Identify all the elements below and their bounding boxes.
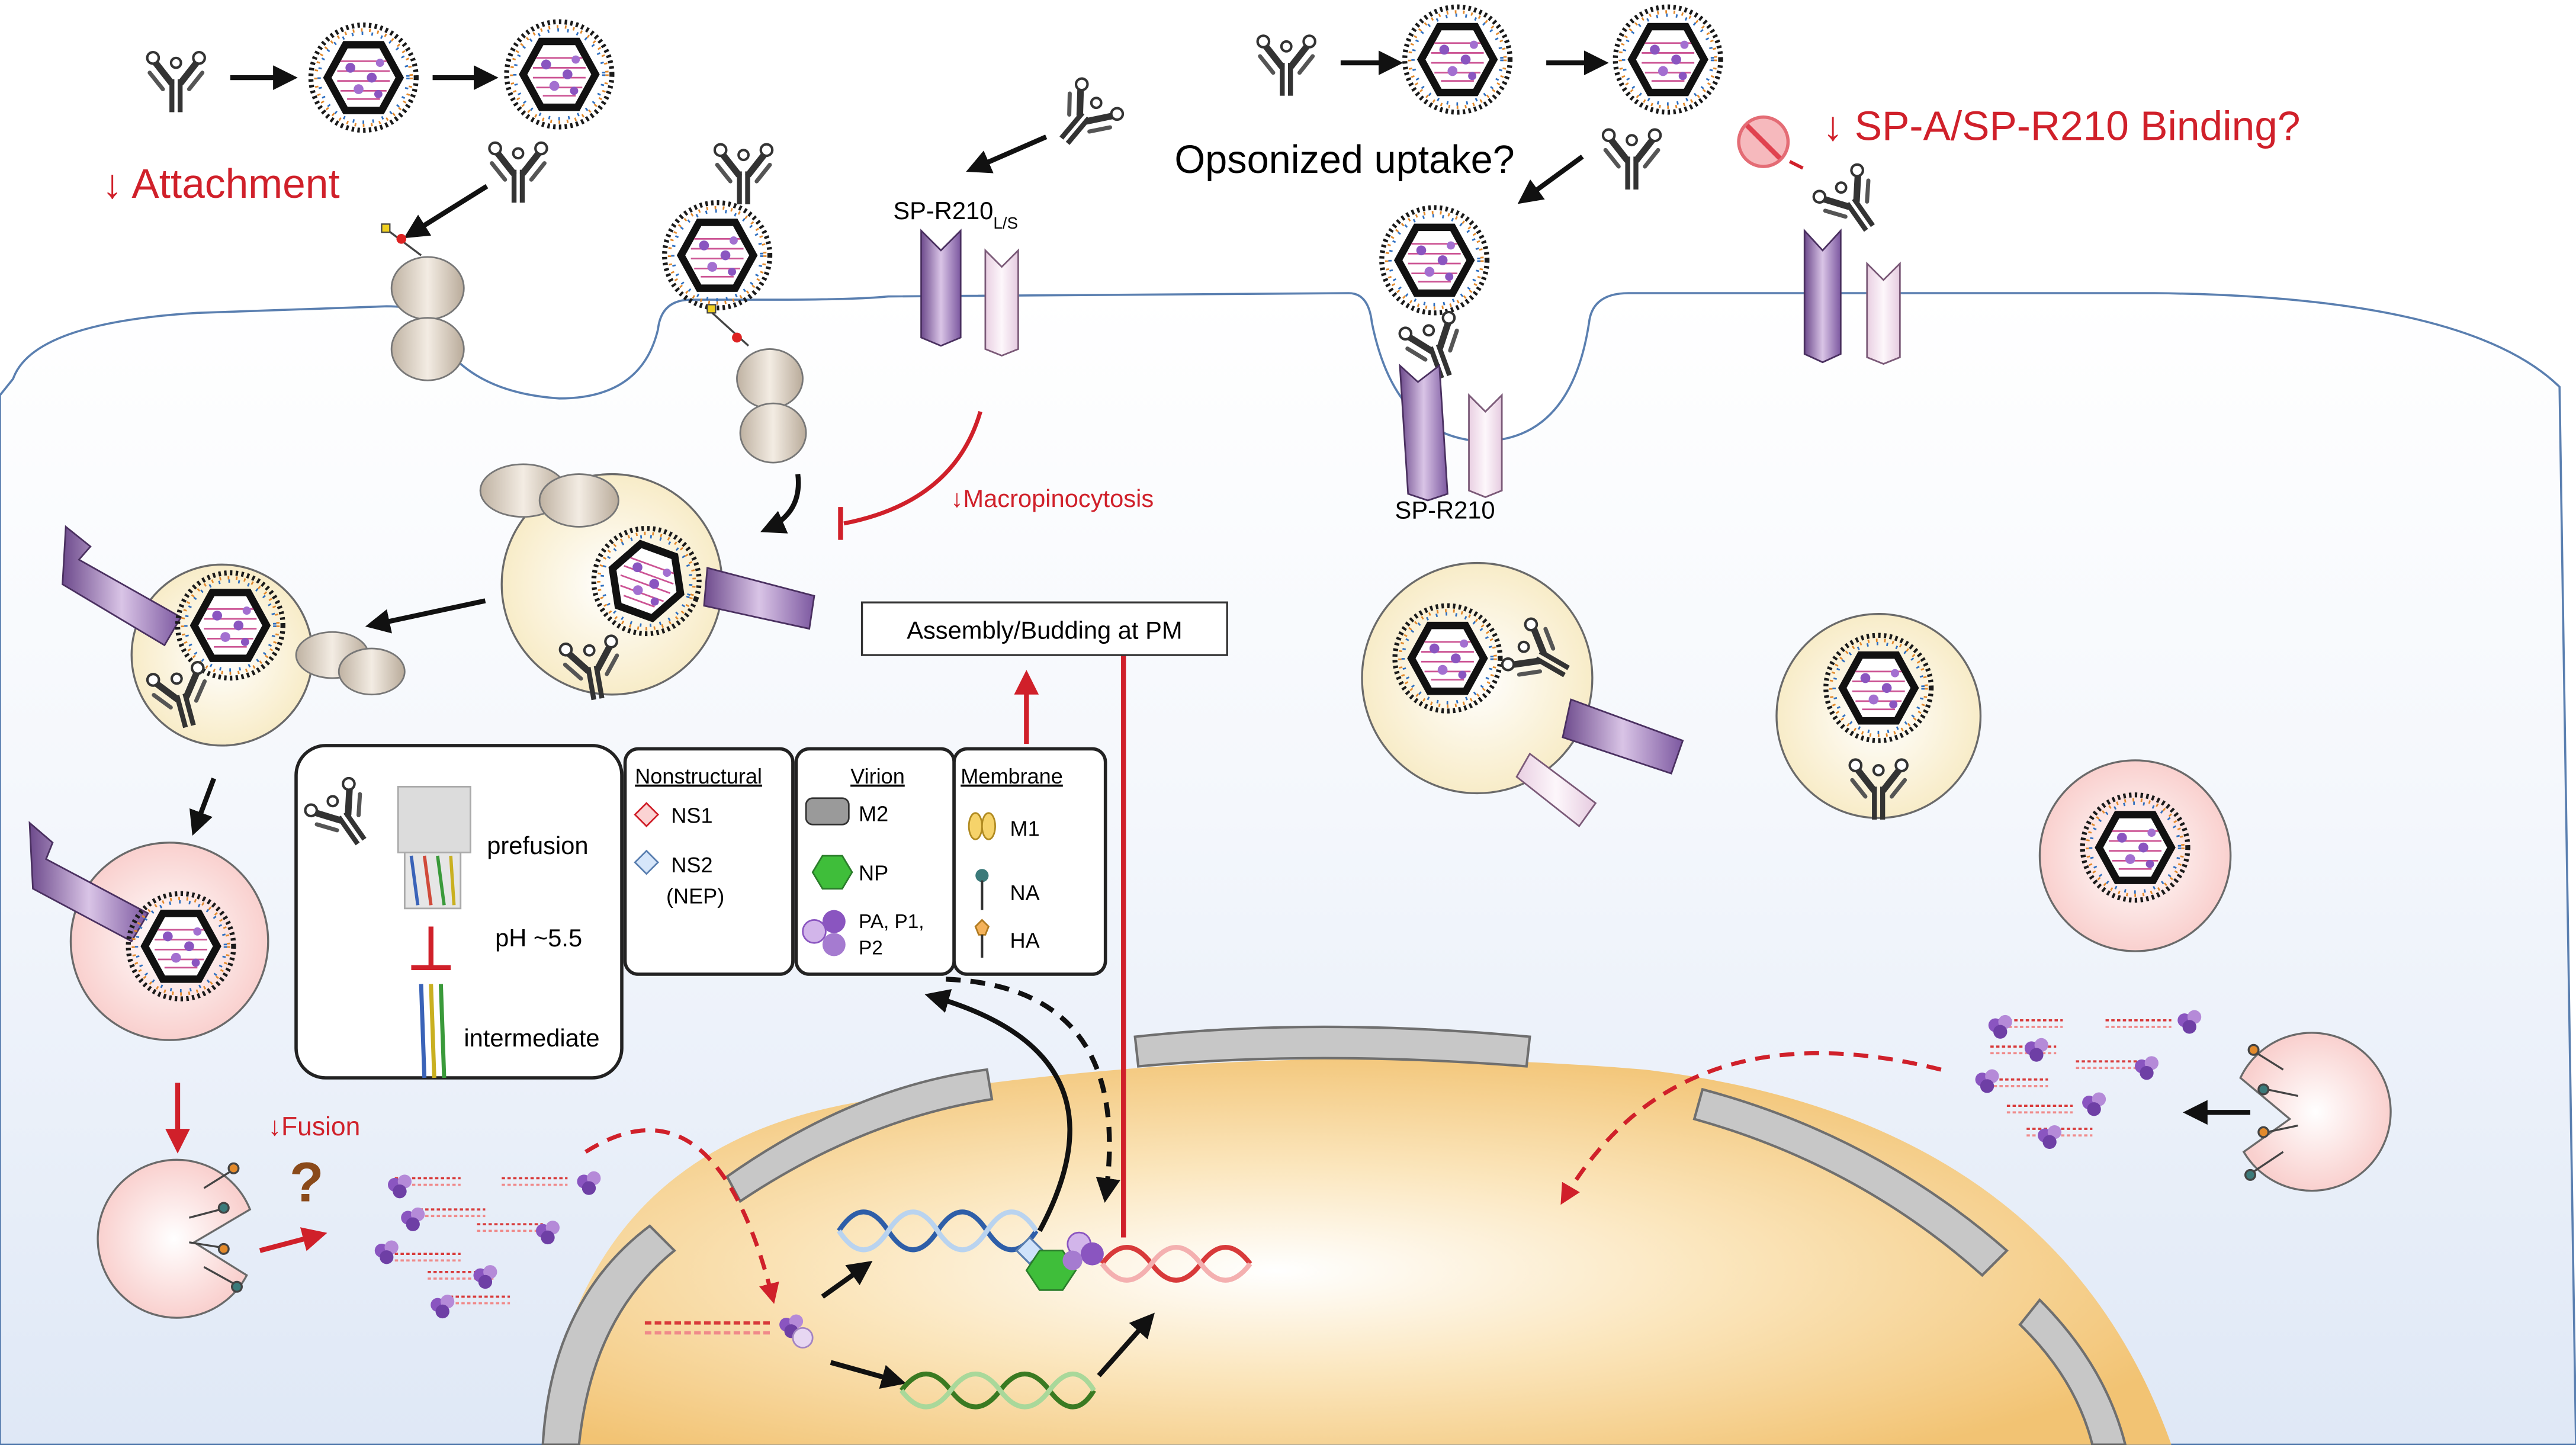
- sp-r210-receptors-right: [1803, 228, 1901, 365]
- legend-nonstructural-title: Nonstructural: [635, 764, 762, 788]
- legend-nonstructural: Nonstructural NS1 NS2 (NEP): [623, 747, 795, 976]
- sialic-receptor: [381, 223, 465, 381]
- legend-p2: P2: [859, 937, 883, 959]
- opsonized-uptake-label: Opsonized uptake?: [1174, 138, 1514, 182]
- legend-membrane-title: Membrane: [961, 764, 1063, 788]
- legend-ha: HA: [1010, 929, 1040, 953]
- antibody-icon: [1258, 36, 1315, 95]
- fusion-label: ↓Fusion: [268, 1112, 361, 1141]
- virion-icon: [1615, 7, 1721, 113]
- vrna-input: [644, 1314, 814, 1349]
- legend-m1: M1: [1010, 817, 1040, 841]
- antibody-icon: [715, 145, 772, 204]
- rnp-assembly: [1015, 1231, 1104, 1291]
- sp-r210-receptors-top: [920, 229, 1019, 357]
- ph-label: pH ~5.5: [495, 924, 582, 952]
- antibody-icon: [147, 52, 205, 112]
- legend-ns2: NS2: [671, 853, 712, 877]
- legend-na: NA: [1010, 881, 1040, 905]
- prefusion-label: prefusion: [487, 831, 588, 859]
- intermediate-label: intermediate: [464, 1024, 599, 1052]
- question-mark: ?: [290, 1151, 324, 1213]
- no-entry-icon: [1737, 115, 1790, 168]
- mrna-helix: [837, 1209, 1039, 1253]
- sp-r210-ls-label: SP-R210L/S: [893, 197, 1018, 232]
- macropinocytosis-label: ↓Macropinocytosis: [951, 484, 1154, 512]
- legend-virion: Virion M2 NP PA, P1, P2: [794, 747, 956, 976]
- virion-icon: [1405, 7, 1510, 113]
- legend-nep: (NEP): [666, 884, 724, 908]
- ha-prefusion-structure: [397, 785, 471, 910]
- sialic-receptor-pit: [706, 304, 807, 464]
- sp-r210-receptors-pit: [1399, 363, 1503, 502]
- fusion-vesicle-right: [2239, 1032, 2392, 1192]
- virion-icon: [507, 22, 612, 127]
- vrna-output: [1100, 1245, 1252, 1283]
- legend-m2: M2: [859, 802, 888, 826]
- virion-icon: [664, 203, 770, 308]
- nucleus: [541, 1025, 2172, 1446]
- virion-icon: [1382, 208, 1487, 313]
- sp-r210-label: SP-R210: [1395, 496, 1495, 524]
- crna-helix: [899, 1372, 1096, 1410]
- legend-np: NP: [859, 861, 888, 885]
- legend-ns1: NS1: [671, 803, 712, 827]
- antibody-icon: [1811, 162, 1893, 245]
- binding-label: ↓ SP-A/SP-R210 Binding?: [1823, 103, 2301, 149]
- ha-panel: [294, 744, 624, 1080]
- virion-icon: [311, 25, 416, 130]
- legend-membrane: Membrane M1 NA HA: [952, 747, 1107, 976]
- fusion-vesicle: [97, 1158, 252, 1319]
- antibody-icon: [1042, 76, 1125, 159]
- attachment-label: ↓ Attachment: [102, 160, 339, 207]
- assembly-label: Assembly/Budding at PM: [907, 616, 1182, 644]
- antibody-icon: [489, 143, 547, 203]
- legend-virion-title: Virion: [850, 764, 905, 788]
- legend-pa-p1: PA, P1,: [859, 911, 924, 933]
- antibody-icon: [1603, 130, 1660, 190]
- ha-intermediate-structure: [419, 984, 447, 1078]
